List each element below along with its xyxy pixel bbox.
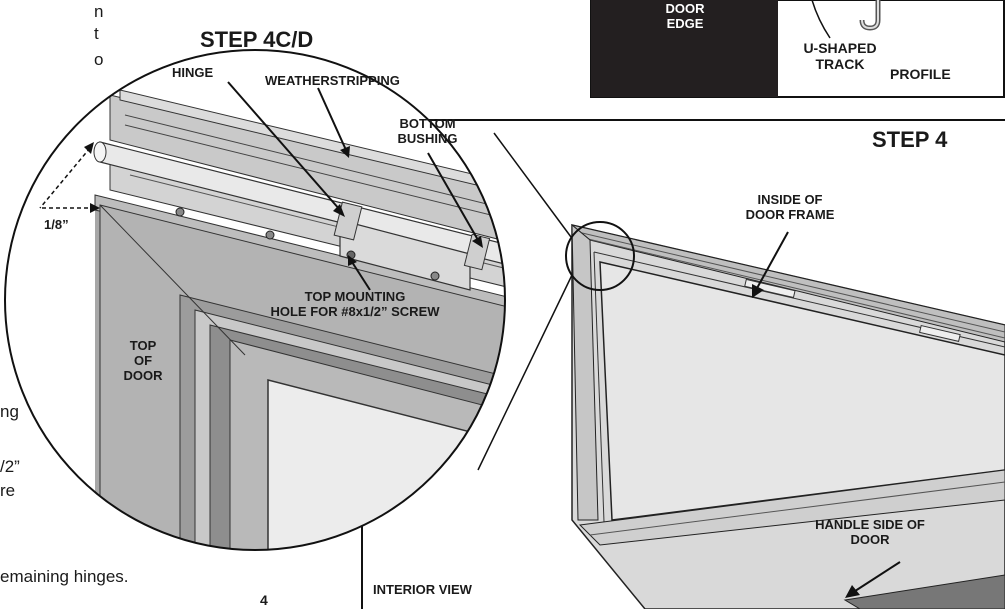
step4-arrows: [752, 231, 901, 598]
body-text-fragment-7: emaining hinges.: [0, 567, 129, 586]
interior-view-label: INTERIOR VIEW: [373, 582, 472, 597]
body-text-fragment-4: ng: [0, 402, 19, 421]
top-of-door-line3: DOOR: [123, 367, 163, 383]
inside-frame-line1: INSIDE OF: [757, 192, 823, 207]
body-text-fragment-5: /2”: [0, 457, 20, 476]
body-text-fragment-2: t: [94, 24, 99, 43]
door-edge-line1: DOOR: [665, 1, 705, 16]
handle-side-line1: HANDLE SIDE OF: [815, 517, 925, 532]
detail-drawing: [93, 89, 505, 550]
step-4cd-title: STEP 4C/D: [200, 27, 314, 52]
top-of-door-line1: TOP: [129, 338, 157, 353]
top-mounting-line1: TOP MOUNTING: [304, 289, 406, 304]
detail-arrows: [39, 81, 483, 291]
door-edge-block: [591, 0, 778, 97]
weatherstripping-label: WEATHERSTRIPPING: [265, 73, 400, 88]
u-shaped-line1: U-SHAPED: [803, 40, 877, 56]
detail-callout-circle: [565, 221, 635, 291]
u-track-icon: [859, 0, 881, 31]
detail-circle-outline: [4, 49, 506, 551]
top-mounting-line2: HOLE FOR #8x1/2” SCREW: [270, 303, 440, 319]
top-mounting-hole-label: TOP MOUNTING HOLE FOR #8x1/2” SCREW: [240, 289, 470, 320]
door-frame-drawing: [565, 221, 1005, 609]
top-of-door-line2: OF: [133, 352, 153, 368]
door-edge-line2: EDGE: [666, 15, 704, 31]
step-4-title: STEP 4: [872, 127, 948, 152]
handle-side-label: HANDLE SIDE OF DOOR: [800, 517, 940, 548]
profile-box: [590, 0, 1005, 98]
bottom-bushing-label: BOTTOM BUSHING: [380, 116, 475, 147]
body-text-fragment-1: n: [94, 2, 104, 21]
body-text-fragment-6: re: [0, 481, 16, 500]
gap-dimension-label: 1/8”: [44, 217, 69, 232]
body-text-fragment-3: o: [94, 50, 104, 69]
hinge-label: HINGE: [172, 65, 214, 80]
u-shaped-track-label: U-SHAPED TRACK: [790, 40, 890, 72]
door-edge-label: DOOR EDGE: [640, 1, 730, 32]
page-number: 4: [260, 592, 268, 608]
u-shaped-line2: TRACK: [815, 56, 865, 73]
bottom-bushing-line2: BUSHING: [397, 130, 458, 146]
top-of-door-label: TOP OF DOOR: [113, 338, 173, 384]
handle-side-line2: DOOR: [850, 531, 890, 547]
profile-label: PROFILE: [890, 66, 951, 82]
bottom-bushing-line1: BOTTOM: [399, 116, 456, 131]
inside-frame-line2: DOOR FRAME: [745, 206, 835, 222]
inside-door-frame-label: INSIDE OF DOOR FRAME: [720, 192, 860, 223]
